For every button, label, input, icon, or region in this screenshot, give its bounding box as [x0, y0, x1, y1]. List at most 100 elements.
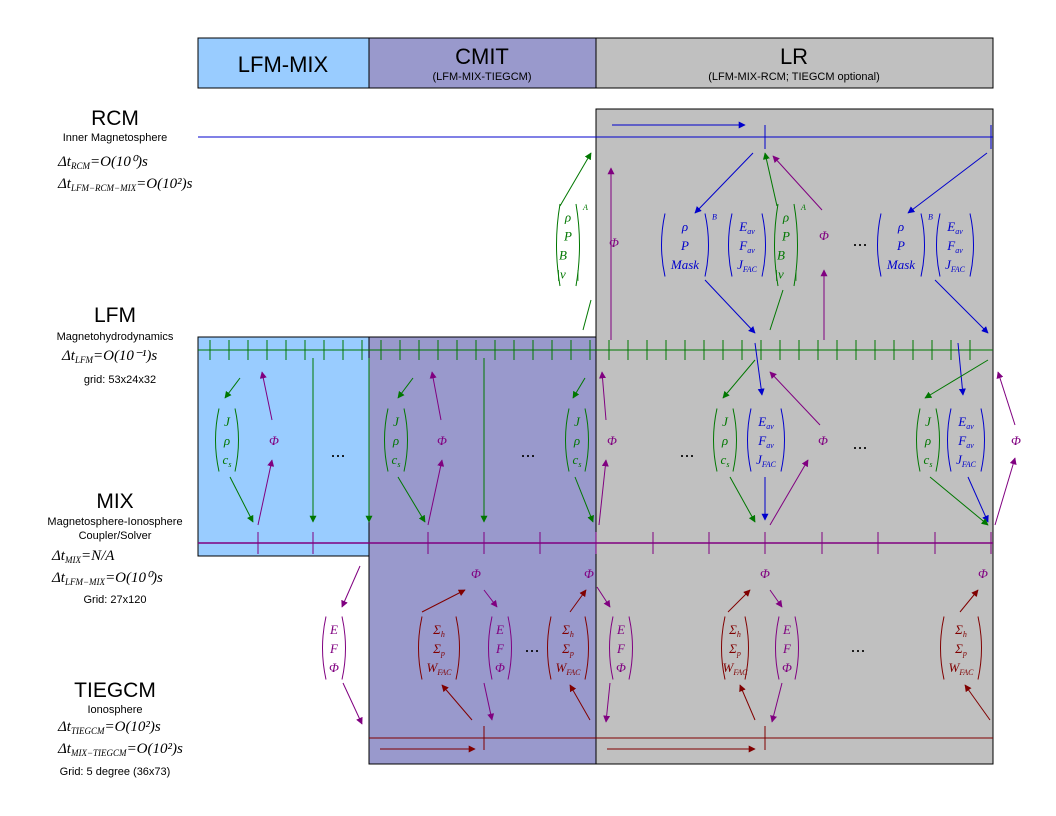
mix-to-tiegcm-arrow: [341, 565, 361, 608]
vector-component: Fav: [957, 433, 974, 450]
lfm-to-coupler-arrow: [574, 476, 594, 523]
mix-to-tiegcm-arrow: [769, 589, 783, 608]
vector-bracket-right: [935, 408, 940, 472]
mix-to-tiegcm-vector: EFΦ: [609, 616, 633, 680]
rcm-output-arrow: [957, 342, 966, 396]
ellipsis: ...: [520, 441, 535, 461]
mix-to-tiegcm-arrow: [603, 682, 611, 723]
coupler-to-lfm-arrow: [429, 371, 442, 421]
vector-component: Σh: [954, 622, 967, 639]
rcm-dt-equation: ΔtRCM=O(10⁰)s: [57, 154, 148, 171]
mix-to-tiegcm-vector: EFΦ: [775, 616, 799, 680]
timelines: [198, 121, 993, 753]
vector-bracket-right: [744, 616, 749, 680]
vector-bracket-right: [732, 408, 737, 472]
vector-bracket-left: [775, 616, 780, 680]
vector-superscript: B: [928, 213, 933, 222]
rcm-to-energy-arrow: [907, 152, 988, 214]
ellipsis: ...: [679, 441, 694, 461]
vector-component: P: [563, 228, 572, 243]
vector-bracket-right: [584, 408, 589, 472]
lfm-dt-equation: ΔtLFM=O(10⁻¹)s: [61, 348, 157, 365]
vector-component: JFAC: [956, 452, 977, 469]
vector-bracket-left: [418, 616, 423, 680]
mix-to-tiegcm-vector: EFΦ: [322, 616, 346, 680]
vector-component: F: [329, 641, 339, 656]
phi-label: Φ: [584, 566, 594, 581]
vector-component: Σp: [561, 641, 574, 658]
vector-component: Φ: [616, 660, 626, 675]
mix-to-tiegcm-arrow: [483, 589, 498, 608]
vector-bracket-right: [793, 203, 798, 287]
vector-component: F: [495, 641, 505, 656]
vector-component: WFAC: [723, 660, 749, 677]
header-bar: LFM-MIX CMIT (LFM-MIX-TIEGCM) LR (LFM-MI…: [197, 37, 994, 89]
lfm-to-coupler-arrow: [722, 359, 756, 399]
vector-component: E: [782, 622, 791, 637]
vector-component: Fav: [946, 238, 963, 255]
vector-component: WFAC: [427, 660, 453, 677]
vector-bracket-left: [322, 616, 327, 680]
mix-timeline-ticks: [257, 532, 992, 554]
vector-component: Fav: [757, 433, 774, 450]
vector-component: F: [782, 641, 792, 656]
lfm-subtitle: Magnetohydrodynamics: [57, 331, 174, 343]
vector-component: ρ: [392, 433, 399, 448]
mix-to-tiegcm-arrow: [483, 682, 495, 721]
vector-bracket-right: [341, 616, 346, 680]
lfm-to-coupler-arrow: [229, 476, 254, 523]
tiegcm-title: TIEGCM: [74, 679, 156, 702]
vector-component: Σp: [954, 641, 967, 658]
rcm-title: RCM: [91, 107, 139, 130]
coupler-to-lfm-arrow: [769, 459, 809, 526]
rcm-coupling-dt-equation: ΔtLFM−RCM−MIX=O(10²)s: [57, 176, 193, 193]
vector-bracket-right: [455, 616, 460, 680]
vector-bracket-right: [980, 408, 985, 472]
mix-to-tiegcm-arrow: [342, 682, 363, 725]
vector-component: ρ: [924, 433, 931, 448]
vector-bracket-right: [628, 616, 633, 680]
vector-bracket-left: [565, 408, 570, 472]
mix-title: MIX: [96, 490, 133, 513]
lfm-grid-label: grid: 53x24x32: [84, 374, 156, 386]
tiegcm-dt-equation: ΔtTIEGCM=O(10²)s: [57, 719, 161, 736]
lfm-to-rcm-arrow: [582, 299, 592, 331]
tiegcm-to-mix-arrow: [964, 684, 991, 721]
vector-component: JFAC: [945, 257, 966, 274]
vector-component: F: [616, 641, 626, 656]
phi-label: Φ: [609, 235, 619, 250]
mix-grid-label: Grid: 27x120: [84, 594, 147, 606]
vector-component: B⃗: [559, 247, 577, 262]
vector-bracket-left: [384, 408, 389, 472]
vector-component: cs: [573, 452, 582, 469]
header-cmit-box: [368, 37, 597, 89]
tiegcm-coupling-dt-equation: ΔtMIX−TIEGCM=O(10²)s: [57, 741, 183, 758]
phi-label: Φ: [269, 433, 279, 448]
ellipsis: ...: [850, 636, 865, 656]
vector-bracket-right: [977, 616, 982, 680]
coupler-to-lfm-arrow: [996, 371, 1016, 426]
lfm-title: LFM: [94, 304, 136, 327]
mix-subtitle-2: Coupler/Solver: [79, 530, 152, 542]
vector-component: Eav: [946, 219, 963, 236]
phi-to-rcm-arrow: [772, 155, 823, 211]
coupler-to-lfm-arrow: [769, 371, 821, 426]
phi-label: Φ: [607, 433, 617, 448]
vector-component: JFAC: [756, 452, 777, 469]
vector-component: Mask: [670, 257, 699, 272]
rcm-input-vector: ρPB⃗|v⃗|A: [774, 203, 806, 287]
mix-to-tiegcm-arrow: [596, 586, 611, 608]
vector-component: ρ: [223, 433, 230, 448]
rcm-input-vector: ρPB⃗|v⃗|A: [556, 203, 588, 287]
rcm-to-energy-arrow: [694, 152, 754, 214]
tiegcm-subtitle: Ionosphere: [87, 704, 142, 716]
